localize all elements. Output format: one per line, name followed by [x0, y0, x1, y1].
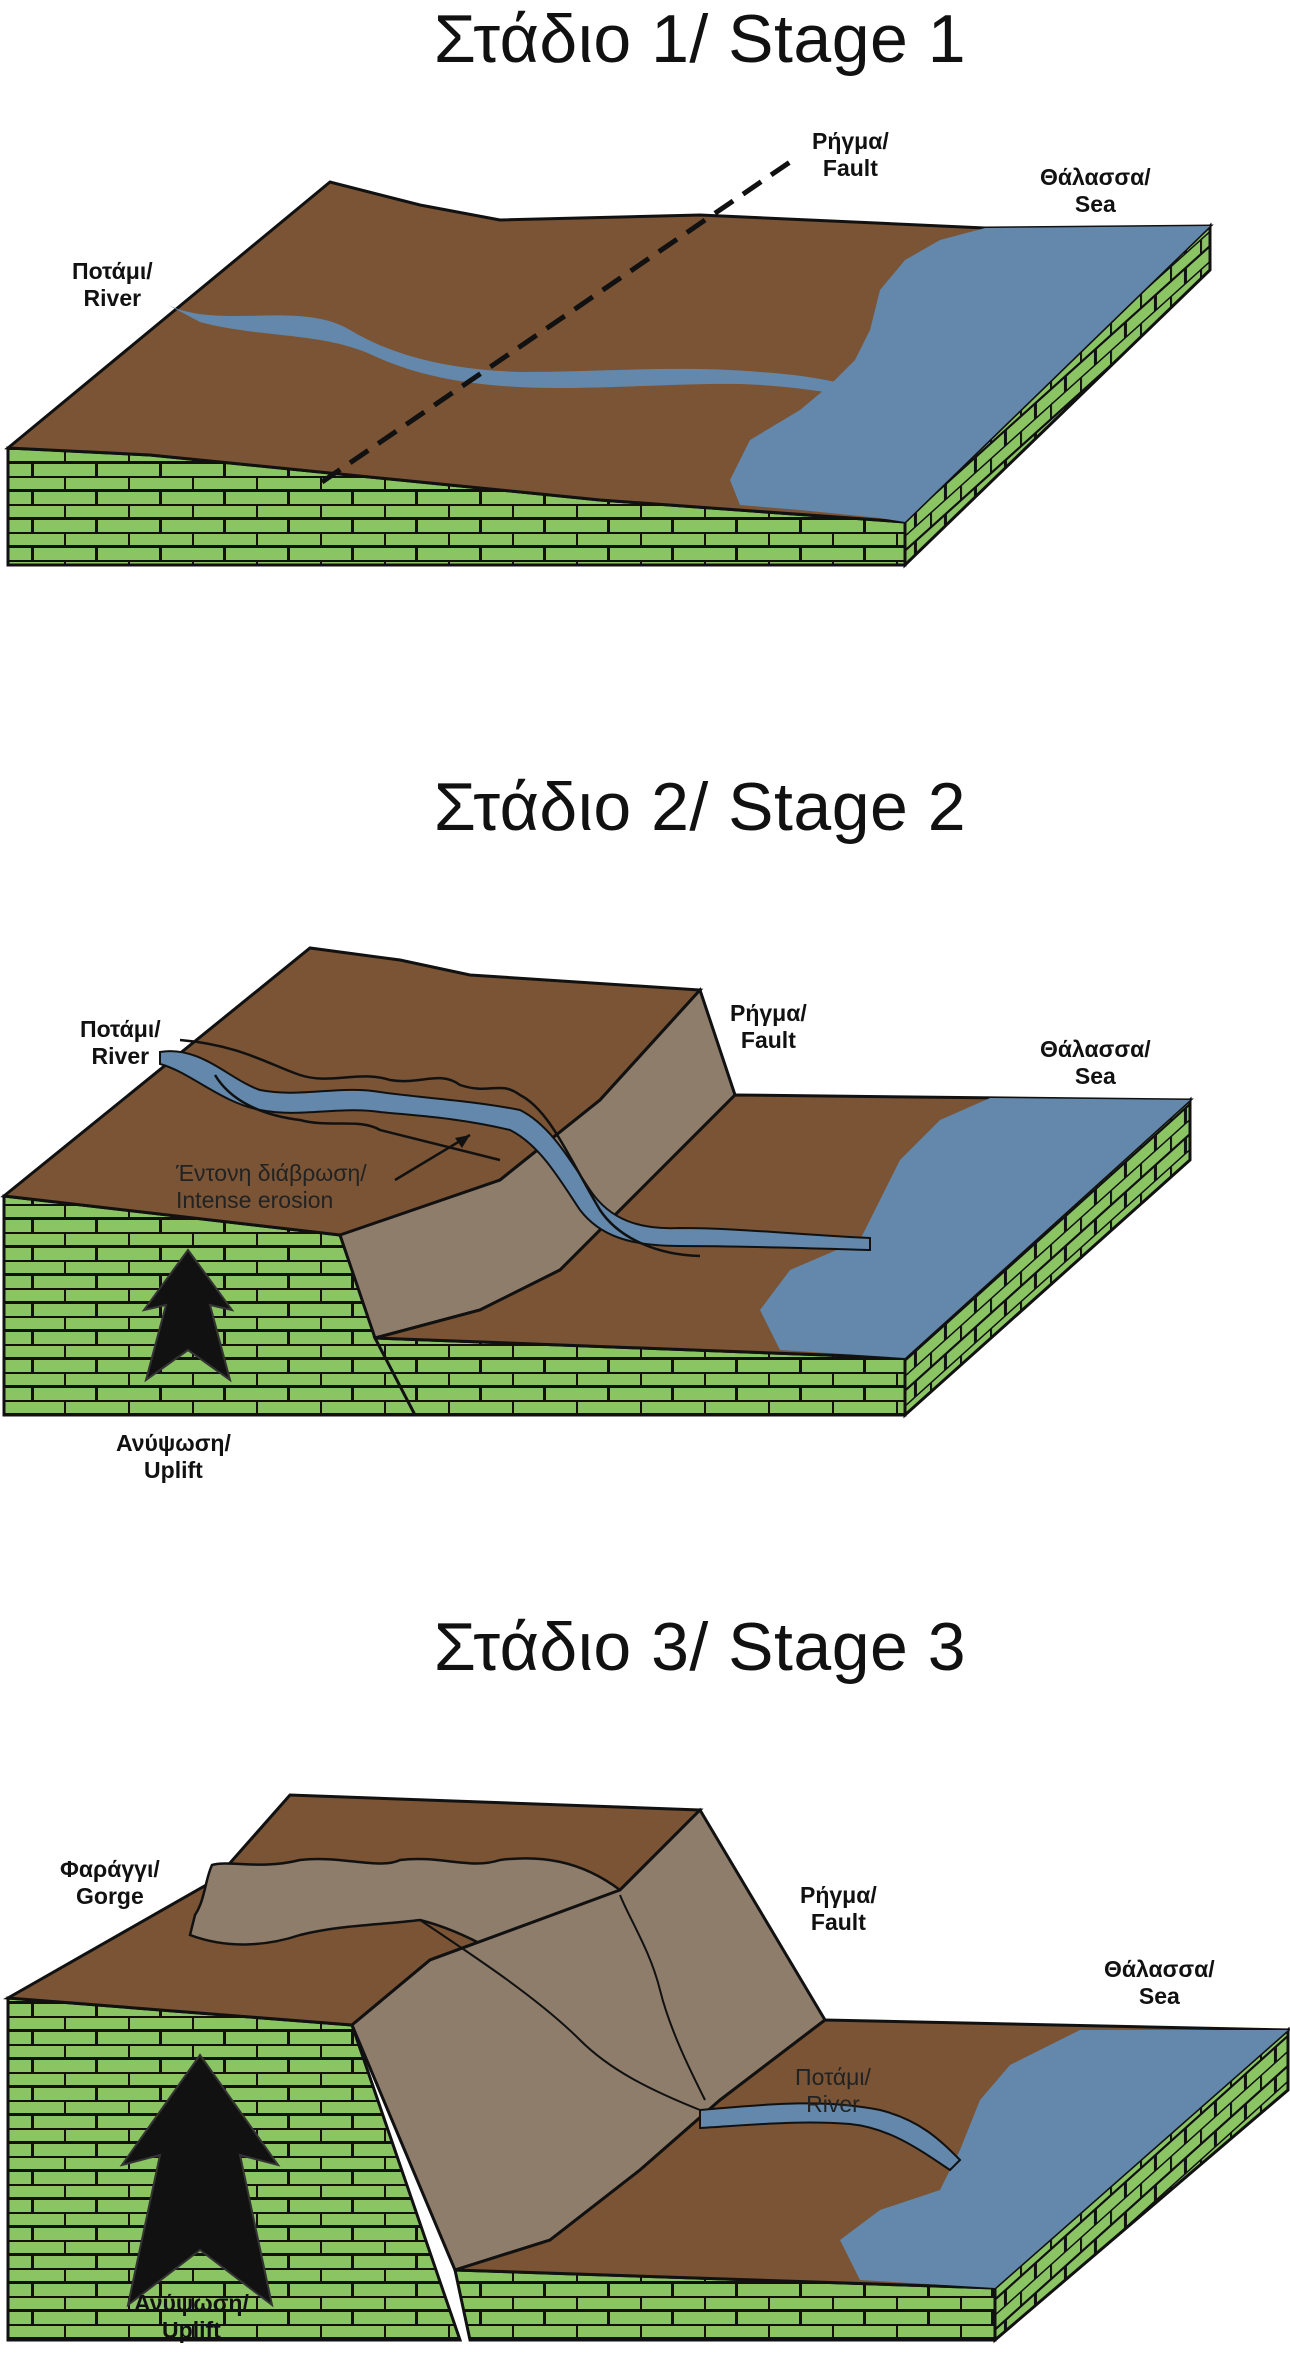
- stage-3-gorge-channels: [419, 1894, 706, 2111]
- stage-1-sea: [730, 226, 1210, 522]
- stage-2-uplift-label: Ανύψωση/ Uplift: [116, 1430, 231, 1483]
- stage-3-sea-label: Θάλασσα/ Sea: [1104, 1956, 1215, 2009]
- stage-2-sea: [760, 1098, 1190, 1358]
- stage-1-river-label: Ποτάμι/ River: [72, 258, 153, 311]
- stage-2-block: [0, 946, 1194, 1419]
- stage-3-uplift-label: Ανύψωση/ Uplift: [134, 2290, 249, 2343]
- stage-2-river-label: Ποτάμι/ River: [80, 1016, 161, 1069]
- stage-2-sea-label: Θάλασσα/ Sea: [1040, 1036, 1151, 1089]
- stage-1-sea-label: Θάλασσα/ Sea: [1040, 164, 1151, 217]
- stage-2-erosion-arrow: [394, 1133, 471, 1182]
- stage-2-erosion-label: Έντονη διάβρωση/ Intense erosion: [176, 1160, 367, 1213]
- stage-1-fault-line: [320, 159, 792, 485]
- stage-2-fault-label: Ρήγμα/ Fault: [730, 1000, 807, 1053]
- stage-2-river: [159, 1050, 871, 1252]
- stage-3-river-label: Ποτάμι/ River: [795, 2064, 871, 2117]
- stage-3-sea: [840, 2030, 1288, 2288]
- stage-3-fault-label: Ρήγμα/ Fault: [800, 1882, 877, 1935]
- stage-3-block: [3, 1793, 1290, 2344]
- stage-3-river: [699, 2102, 962, 2172]
- stage-1-block: [4, 159, 1214, 569]
- stage-3-title: Στάδιο 3/ Stage 3: [433, 1609, 967, 1685]
- stage-2-erosion-edge: [179, 1038, 701, 1258]
- stage-1-title: Στάδιο 1/ Stage 1: [433, 1, 967, 77]
- stage-2-uplift-arrow: [141, 1248, 235, 1383]
- stage-3-gorge-label: Φαράγγι/ Gorge: [60, 1856, 160, 1909]
- stage-2-title: Στάδιο 2/ Stage 2: [433, 769, 967, 845]
- stage-1-fault-label: Ρήγμα/ Fault: [812, 128, 889, 181]
- stage-3-uplift-arrow: [119, 2053, 281, 2308]
- stage-1-river: [168, 305, 880, 400]
